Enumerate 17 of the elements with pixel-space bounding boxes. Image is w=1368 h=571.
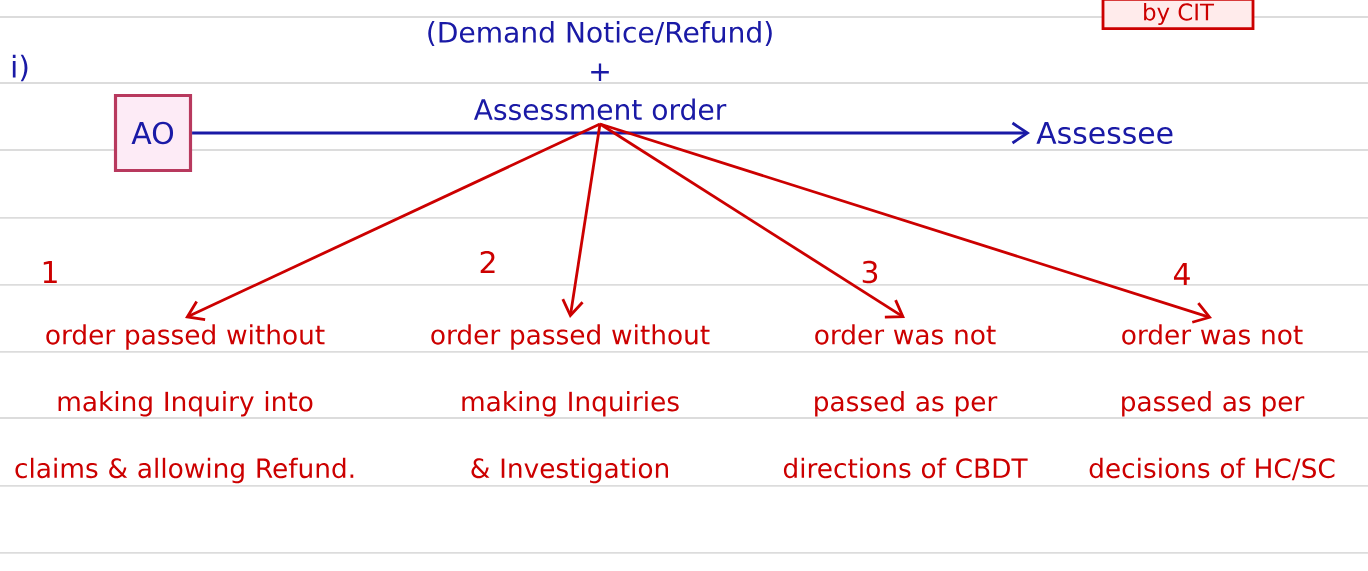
list-marker: i): [12, 54, 28, 82]
arrow: [599, 122, 1212, 324]
case-text: order passed without making Inquiry into claims & allowing Refund.: [15, 324, 354, 484]
arrow: [185, 122, 601, 322]
arrow: [561, 123, 602, 318]
case-text: order was not passed as per decisions of HC/SC: [1089, 324, 1335, 481]
callout-number: 4: [1173, 263, 1190, 285]
order-text: (Demand Notice/Refund) + Assessment order: [428, 21, 772, 121]
callout-number: 1: [43, 261, 57, 283]
callout-number: 3: [862, 260, 878, 284]
recipient-text: Assessee: [1036, 121, 1173, 145]
case-text: order passed without making Inquiries & Investigation: [431, 324, 710, 484]
officer-box: AO: [113, 93, 193, 173]
authority-box: by CIT: [1101, 0, 1255, 30]
arrow: [192, 121, 1030, 145]
callout-number: 2: [480, 250, 495, 274]
case-text: order was not passed as per directions of CBDT: [783, 324, 1028, 479]
